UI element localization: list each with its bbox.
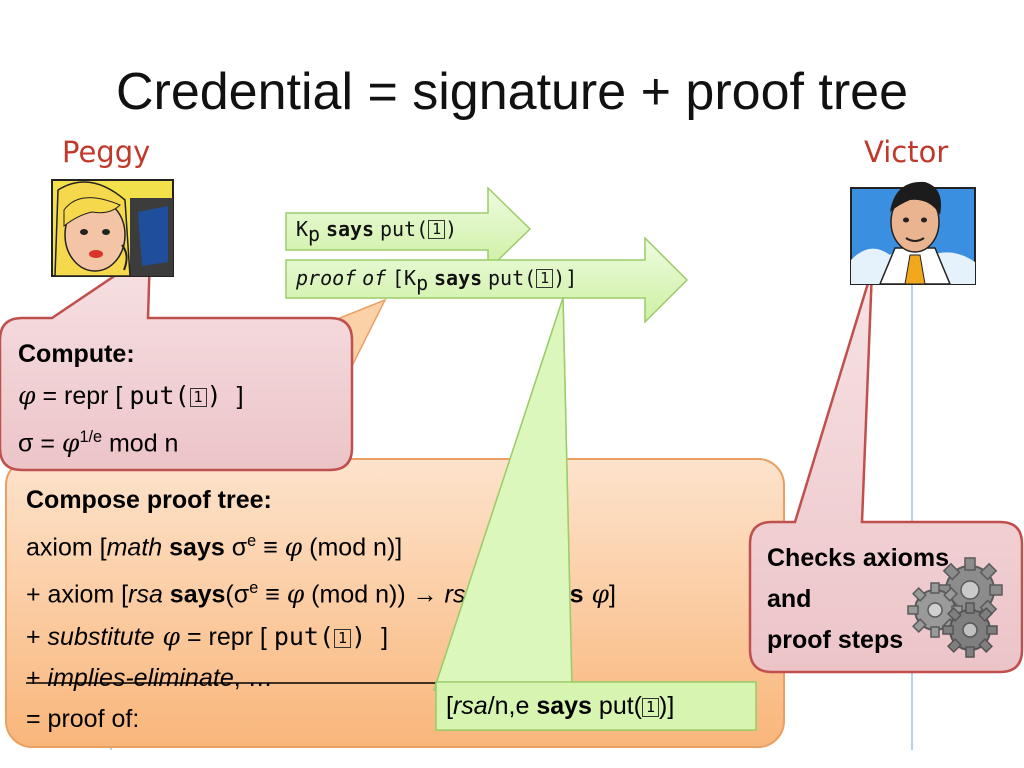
plus-label: +: [26, 663, 48, 692]
put-close: )]: [659, 692, 675, 720]
says-label: says: [162, 533, 232, 562]
dice-one-icon: 1: [536, 269, 554, 288]
arrow2-text: proof of [Kp says put(1)]: [296, 266, 577, 295]
compose-text: Compose proof tree: axiom [math says σe …: [26, 480, 616, 740]
implies-eliminate-label: implies-eliminate: [47, 663, 234, 692]
equiv-symbol: ≡: [258, 580, 287, 609]
mod-n: (mod n)]: [302, 533, 403, 562]
mod-n-implies: (mod n)) →: [304, 580, 445, 609]
dice-one-icon: 1: [428, 220, 446, 239]
mod-n: mod n: [102, 429, 179, 458]
compose-line4: + implies-eliminate, …: [26, 658, 616, 699]
victor-label: Victor: [864, 135, 949, 169]
arrow-kp-says-put: [285, 186, 532, 272]
put-close: )]: [553, 266, 578, 290]
kp-sub: p: [308, 222, 321, 247]
dice-one-icon: 1: [642, 698, 660, 717]
checks-line1: Checks axioms: [767, 544, 950, 572]
dice-one-icon: 1: [334, 628, 352, 648]
rsa-label: rsa: [128, 580, 163, 609]
compute-heading: Compute:: [18, 340, 135, 368]
bracket-close: ]: [236, 382, 244, 410]
compose-heading: Compose proof tree:: [26, 486, 272, 514]
rsa-label: rsa: [444, 580, 480, 609]
compute-text: Compute: φ = repr [ put(1) ] σ = φ1/e mo…: [18, 334, 244, 464]
sigma-symbol: (σ: [225, 580, 250, 609]
compute-callout: [0, 249, 354, 472]
kp-label: K: [296, 217, 309, 241]
kp-sub: p: [416, 271, 429, 296]
of-label: of: [362, 266, 387, 290]
axiom-label: + axiom [: [26, 580, 129, 609]
ne-label: /n,e: [487, 692, 537, 720]
peggy-label: Peggy: [62, 135, 151, 169]
dice-one-icon: 1: [189, 388, 207, 407]
phi-symbol: φ: [286, 579, 305, 609]
put-close: ): [351, 621, 382, 651]
victor-avatar-icon: [850, 181, 976, 285]
compute-line1: φ = repr [ put(1) ]: [18, 375, 244, 417]
says-label: says: [433, 266, 483, 290]
put-open: put(: [129, 381, 190, 410]
result-text: [rsa/n,e says put(1)]: [446, 686, 674, 727]
checks-line2: and: [767, 585, 812, 613]
phi-symbol: φ: [583, 579, 609, 609]
plus-label: +: [26, 622, 48, 651]
arrow1-text: Kp says put(1): [296, 217, 457, 246]
sigma-eq: σ =: [18, 429, 62, 458]
exponent: e: [247, 532, 257, 550]
slide-title: Credential = signature + proof tree: [115, 63, 909, 121]
put-close: ): [445, 217, 458, 241]
put-open: put(: [488, 266, 537, 290]
put-open: put(: [273, 621, 335, 651]
bracket-close: ]: [381, 622, 389, 651]
says-label: says: [536, 692, 592, 720]
ellipsis: , …: [233, 663, 273, 692]
ne-label: /n,e: [479, 580, 528, 609]
phi-symbol: φ: [18, 381, 36, 410]
phi-symbol: φ: [284, 532, 303, 562]
peggy-avatar-icon: [51, 179, 174, 277]
checks-text: Checks axioms and proof steps: [767, 538, 949, 661]
compute-line2: σ = φ1/e mod n: [18, 417, 244, 464]
says-label: says: [527, 580, 584, 609]
bracket-open: [: [446, 692, 453, 720]
sigma-symbol: σ: [231, 533, 248, 562]
proof-label: proof: [296, 266, 357, 290]
exponent: e: [249, 579, 259, 598]
compose-line2: + axiom [rsa says(σe ≡ φ (mod n)) → rsa/…: [26, 568, 616, 615]
repr-text: = repr [: [180, 622, 274, 651]
put-close: ): [206, 381, 237, 410]
rsa-label: rsa: [452, 692, 488, 720]
phi-symbol: φ: [154, 621, 181, 651]
compose-line3: + substitute φ = repr [ put(1) ]: [26, 616, 616, 658]
says-label: says: [325, 217, 375, 241]
put-open: put(: [591, 692, 642, 720]
gears-icon: [907, 557, 1003, 658]
axiom-label: axiom [: [26, 533, 107, 562]
put-open: put(: [379, 217, 429, 241]
compose-line5: = proof of:: [26, 704, 140, 733]
math-label: math: [106, 533, 163, 562]
repr-text: = repr [: [35, 382, 130, 410]
arrow-proof-of: [285, 236, 689, 324]
kp-label: [K: [392, 266, 417, 290]
exponent: 1/e: [79, 428, 103, 446]
says-label: says: [162, 580, 226, 609]
phi-symbol: φ: [61, 428, 80, 458]
checks-line3: proof steps: [767, 626, 904, 654]
compose-line1: axiom [math says σe ≡ φ (mod n)]: [26, 521, 616, 568]
substitute-label: substitute: [47, 622, 155, 651]
equiv-symbol: ≡: [256, 533, 285, 562]
bracket-close: ]: [609, 580, 616, 609]
